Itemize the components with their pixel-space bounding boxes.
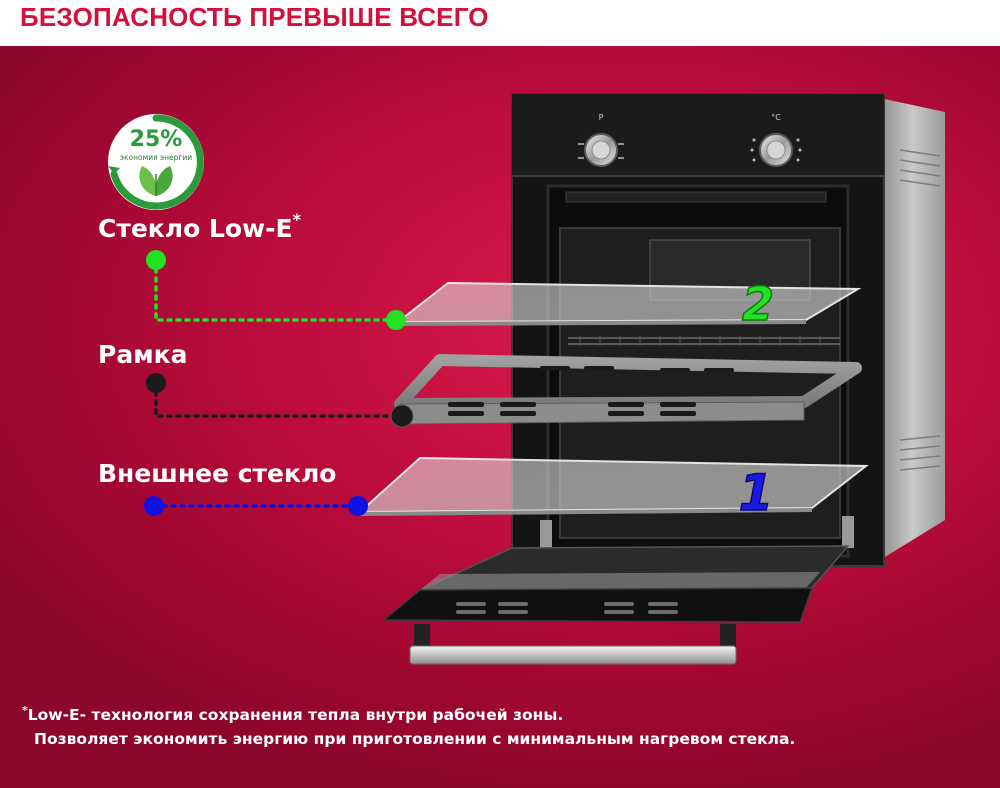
page-title: БЕЗОПАСНОСТЬ ПРЕВЫШЕ ВСЕГО — [20, 2, 489, 32]
badge-caption: экономия энергии — [120, 153, 192, 162]
connector-outer-glass — [144, 496, 368, 516]
footnote-line-2: Позволяет экономить энергию при приготов… — [34, 730, 796, 748]
low-e-glass-panel — [395, 281, 862, 326]
label-low-e-glass: Стекло Low-E* — [98, 210, 301, 243]
connector-low-e — [146, 250, 406, 330]
layer-number-2: 2 — [742, 277, 774, 331]
connector-frame — [146, 373, 414, 428]
label-frame: Рамка — [98, 340, 188, 369]
frame-panel — [394, 354, 862, 425]
oven-door[interactable] — [381, 545, 850, 665]
header: БЕЗОПАСНОСТЬ ПРЕВЫШЕ ВСЕГО — [0, 0, 1000, 46]
label-outer-glass: Внешнее стекло — [98, 459, 337, 488]
knob-temperature[interactable] — [750, 133, 802, 167]
badge-value: 25% — [130, 127, 183, 152]
energy-saving-badge: 25% экономия энергии — [108, 114, 204, 210]
leaf-icon — [139, 166, 173, 196]
knob-temperature-label: °C — [771, 113, 781, 122]
footnote-line-1: *Low-E- технология сохранения тепла внут… — [22, 704, 564, 725]
knob-mode[interactable] — [578, 133, 624, 167]
oven-side — [880, 98, 945, 560]
layer-number-1: 1 — [739, 464, 774, 522]
knob-mode-label: P — [599, 113, 604, 122]
outer-glass-panel — [357, 456, 869, 516]
